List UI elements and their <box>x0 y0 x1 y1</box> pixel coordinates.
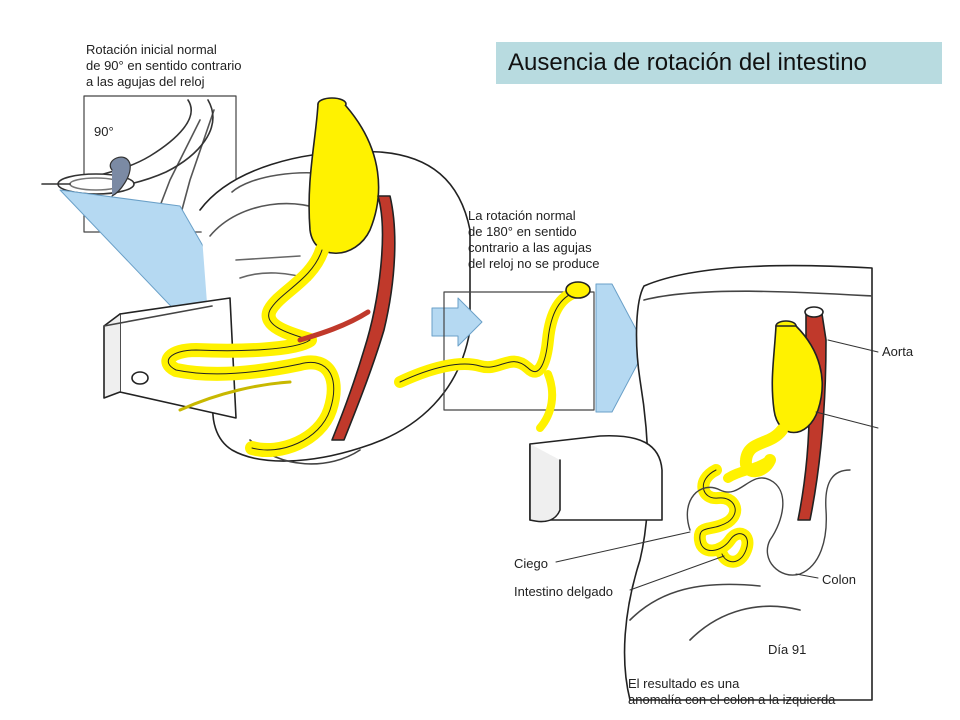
day-label: Día 91 <box>768 642 807 657</box>
page-title: Ausencia de rotación del intestino <box>496 42 942 84</box>
intestine-left <box>161 97 380 458</box>
rotation-arrow-icon <box>109 156 131 197</box>
cecum-label: Ciego <box>514 556 548 571</box>
right-arrow-icon <box>595 283 647 413</box>
colon-label: Colon <box>822 572 856 587</box>
intestine-right <box>693 320 823 568</box>
artery-left <box>331 195 396 441</box>
initial-rotation-note: Rotación inicial normal de 90° en sentid… <box>86 42 242 89</box>
angle-label: 90° <box>94 124 114 139</box>
normal-rotation-note: La rotación normal de 180° en sentido co… <box>468 208 600 271</box>
result-note: El resultado es una anomalía con el colo… <box>628 676 836 707</box>
colon <box>686 469 851 576</box>
aorta-label: Aorta <box>882 344 914 359</box>
intestine-middle <box>394 281 591 432</box>
small-intestine-label: Intestino delgado <box>514 584 614 599</box>
